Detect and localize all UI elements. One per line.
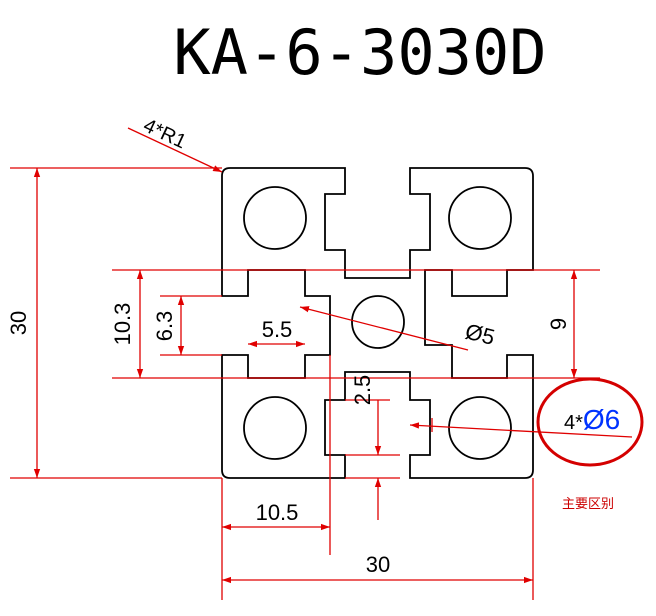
slot-depth-label: 9 <box>546 318 571 330</box>
width-label: 30 <box>366 552 390 577</box>
drawing-title: KA-6-3030D <box>173 16 546 89</box>
corner-hole-bottom-right <box>448 396 512 460</box>
corner-hole-value: Ø6 <box>583 404 620 435</box>
center-hole-leader <box>299 306 469 351</box>
wall-label: 2.5 <box>350 375 375 406</box>
difference-note: 主要区别 <box>562 497 614 512</box>
radius-leader <box>127 127 223 173</box>
corner-hole-prefix: 4* <box>564 412 583 434</box>
height-label: 30 <box>6 311 31 335</box>
radius-label: 4*R1 <box>140 115 190 154</box>
corner-hole-leader <box>409 422 633 438</box>
slot-outer-label: 10.3 <box>110 303 135 346</box>
corner-hole-top-left <box>243 186 307 250</box>
slot-width-label: 5.5 <box>262 317 293 342</box>
offset-label: 10.5 <box>256 500 299 525</box>
highlight-circle <box>536 377 644 467</box>
corner-hole-label: 4*Ø6 <box>564 404 620 435</box>
slot-inner-label: 6.3 <box>152 311 177 342</box>
corner-hole-bottom-left <box>243 396 307 460</box>
center-hole-label: Ø5 <box>463 319 498 350</box>
corner-hole-top-right <box>448 186 512 250</box>
center-hole <box>351 295 405 349</box>
profile-outline <box>221 167 534 479</box>
